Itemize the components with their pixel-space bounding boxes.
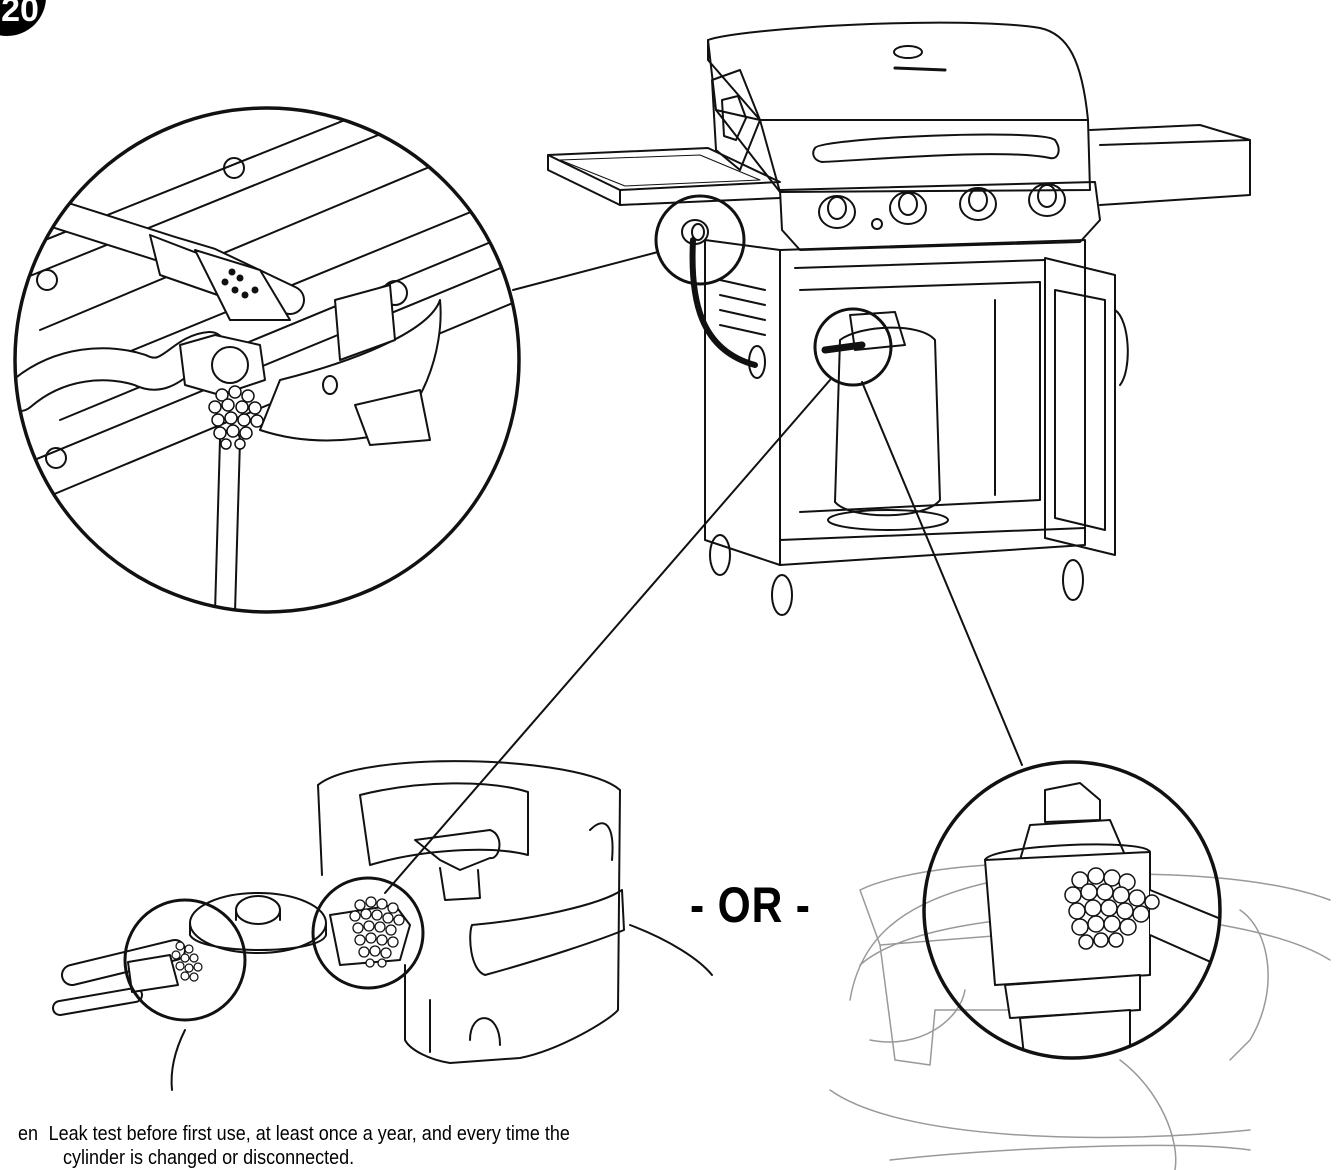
soap-bubbles-icon xyxy=(349,896,405,968)
callout-tank-valve xyxy=(813,307,893,387)
inset-right-content xyxy=(984,782,1220,1058)
leader-line-left xyxy=(512,251,659,291)
caption-line-2: cylinder is changed or disconnected. xyxy=(63,1147,355,1169)
inset-right-border xyxy=(922,760,1222,1060)
leader-line-right xyxy=(861,381,1023,766)
inset-left-border xyxy=(13,106,521,614)
inset-regulator-leak-detail xyxy=(52,760,713,1091)
step-number: 20 xyxy=(1,0,39,29)
leak-test-caption: en Leak test before first use, at least o… xyxy=(18,1122,666,1170)
soap-bubbles-icon xyxy=(171,941,203,982)
gas-grill-icon xyxy=(547,21,1251,616)
or-separator: - OR - xyxy=(690,877,811,933)
callout-regulator-coupling xyxy=(311,876,425,990)
soap-bubbles-icon xyxy=(1064,867,1160,950)
leader-line-bottom xyxy=(384,379,831,894)
control-knobs xyxy=(818,183,1066,230)
step-number-badge: 20 xyxy=(0,0,46,36)
caption-text-1: Leak test before first use, at least onc… xyxy=(48,1123,570,1145)
callout-hose-fitting xyxy=(123,898,247,1022)
language-code: en xyxy=(18,1123,39,1145)
caption-line-1: en Leak test before first use, at least o… xyxy=(18,1122,666,1146)
inset-burner-valve xyxy=(15,108,519,612)
soap-bubbles-icon xyxy=(208,385,264,450)
callout-side-burner xyxy=(654,194,746,286)
